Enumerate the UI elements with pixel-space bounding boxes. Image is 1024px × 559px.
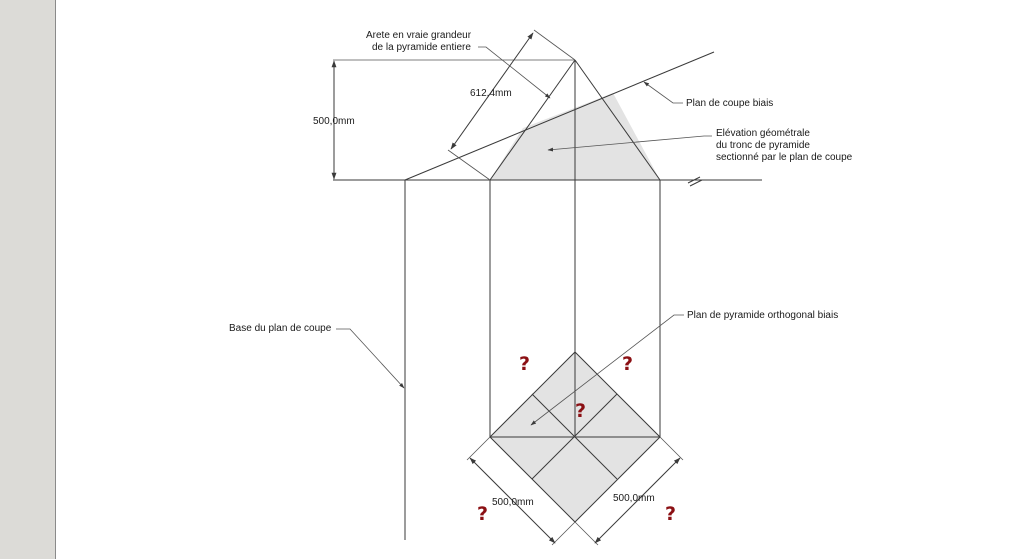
oblique-plane-label: Plan de coupe biais [686,98,773,109]
edge-ext-line-bottom [447,149,491,181]
base-right-dimension-line [594,457,681,544]
base-left-ext-line-2 [551,521,576,546]
question-mark-3: ? [575,400,586,422]
plan-view-leader [530,314,684,426]
edge-ext-line-top [533,29,576,61]
left-side-panel [0,0,56,559]
elevation-label-line2: du tronc de pyramide [716,140,810,151]
section-base-leader [336,328,405,389]
elevation-leader [547,135,712,152]
base-left-dimension-line [469,457,556,544]
true-edge-leader [478,46,551,99]
base-left-dimension-text: 500,0mm [492,497,534,508]
plan-view-label: Plan de pyramide orthogonal biais [687,310,838,321]
oblique-plane-leader [643,81,683,104]
true-edge-label-line1: Arete en vraie grandeur [366,30,472,41]
true-edge-label-line2: de la pyramide entiere [372,42,471,53]
base-right-ext-line-2 [574,521,599,546]
height-dimension-text: 500,0mm [313,116,355,127]
section-base-label: Base du plan de coupe [229,323,332,334]
question-mark-1: ? [519,353,530,375]
base-left-ext-line-1 [466,436,491,461]
base-right-dimension-text: 500,0mm [613,493,655,504]
elevation-label-line3: sectionné par le plan de coupe [716,152,853,163]
question-mark-4: ? [477,503,488,525]
edge-dimension-text: 612,4mm [470,88,512,99]
base-right-ext-line-1 [659,436,684,461]
ground-line-tick-mark [687,176,703,187]
pyramid-right-edge [574,59,661,181]
edge-dimension-line [450,32,534,150]
elevation-label-line1: Elévation géométrale [716,128,810,139]
oblique-cutting-plane-line [404,51,715,181]
question-mark-5: ? [665,503,676,525]
question-mark-2: ? [622,353,633,375]
